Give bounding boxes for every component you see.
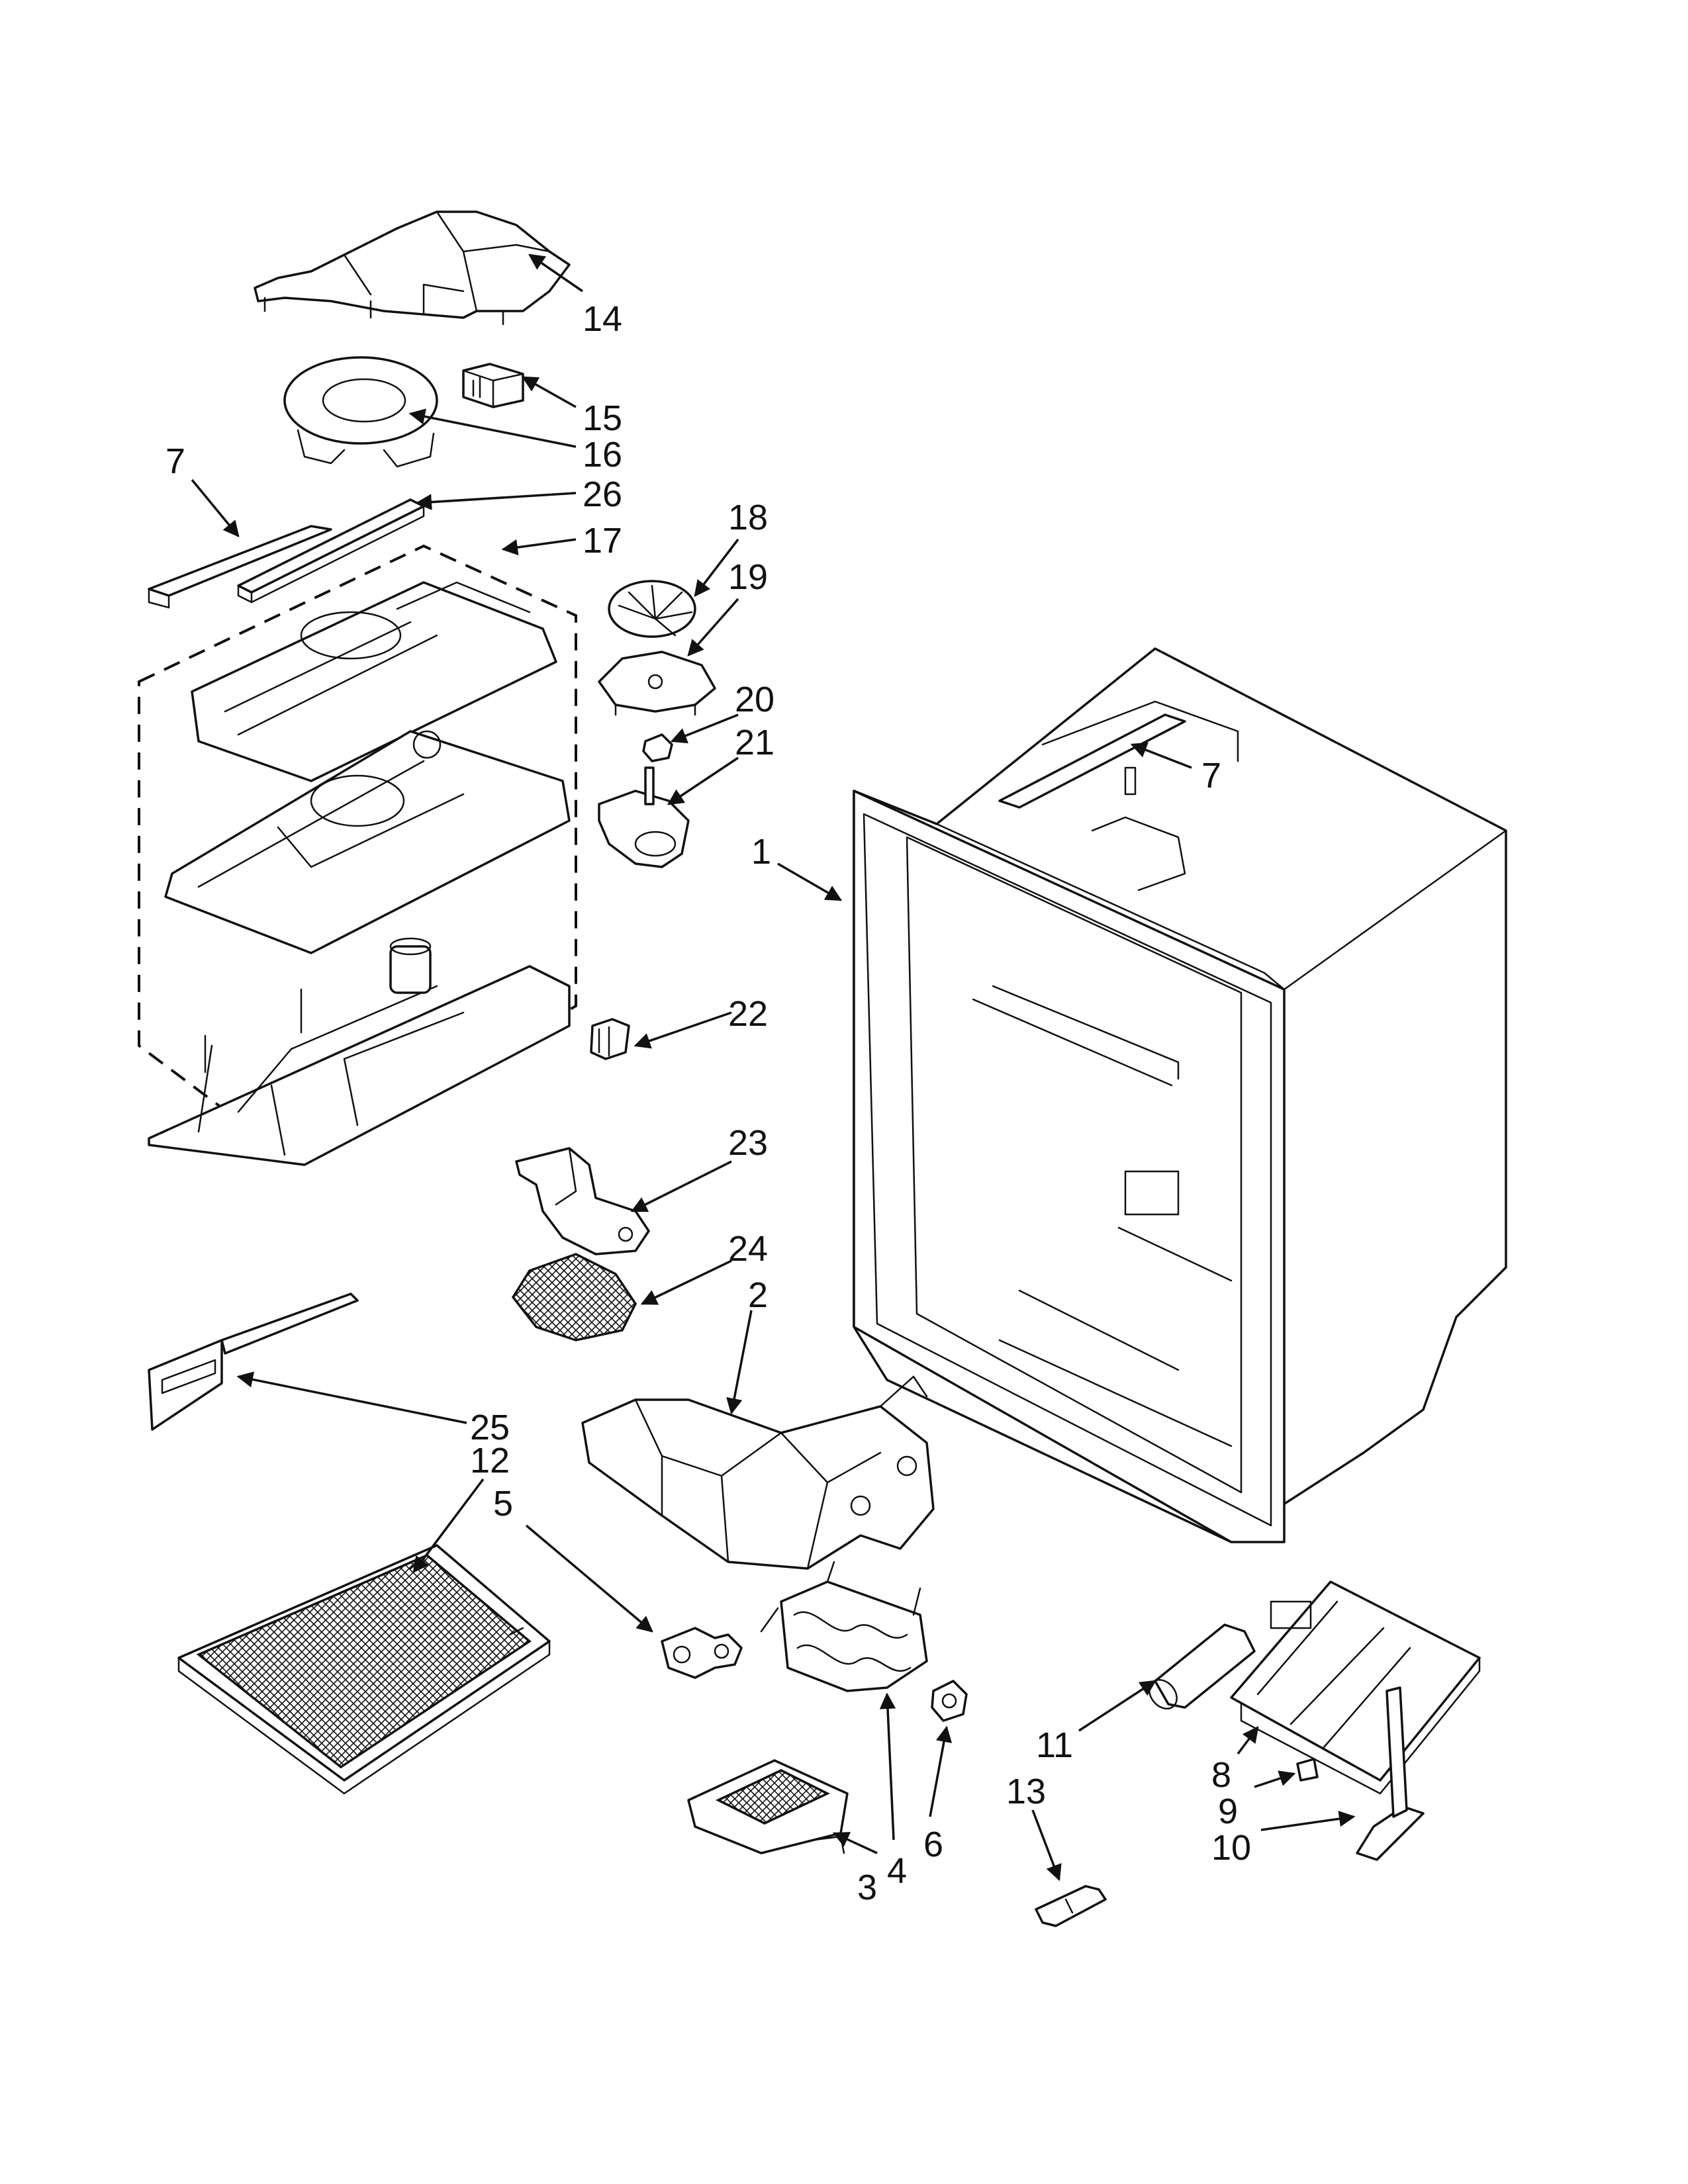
callout-18: 18 (728, 498, 768, 537)
leader-1 (777, 862, 843, 901)
leader-22 (633, 1011, 732, 1049)
part-13-bypass-plug (1035, 1885, 1107, 1927)
leader-2 (726, 1310, 753, 1415)
part-22-clip (590, 1018, 630, 1060)
part-20-nut (642, 733, 673, 762)
leader-14 (528, 253, 583, 293)
part-24-oval-filter (511, 1253, 637, 1342)
callout-23: 23 (728, 1123, 768, 1163)
callout-2: 2 (748, 1275, 768, 1315)
callout-7-left: 7 (165, 441, 185, 481)
callout-6: 6 (923, 1825, 943, 1864)
part-4-ice-maker-coil (760, 1561, 928, 1692)
leader-20 (670, 713, 739, 744)
part-25-bracket (148, 1293, 359, 1431)
callout-7-right: 7 (1201, 756, 1221, 796)
leader-3 (832, 1832, 878, 1854)
callout-9: 9 (1218, 1792, 1238, 1831)
part-3-heat-block (687, 1759, 849, 1854)
callout-19: 19 (728, 557, 768, 597)
callout-16: 16 (583, 435, 622, 475)
callout-22: 22 (728, 994, 768, 1034)
leader-18 (694, 538, 739, 597)
part-15-damper-box (462, 363, 524, 408)
callout-15: 15 (583, 398, 622, 438)
callout-3: 3 (857, 1868, 877, 1907)
callout-24: 24 (728, 1229, 768, 1269)
leader-7b (1130, 742, 1192, 769)
part-10-filter-door (1356, 1686, 1425, 1861)
leader-23 (630, 1160, 732, 1212)
leader-8 (1237, 1726, 1259, 1755)
part-23-damper-assembly (515, 1147, 650, 1255)
leader-21 (667, 756, 739, 805)
part-5-water-valve (661, 1627, 743, 1679)
part-9-clip (1296, 1758, 1319, 1782)
callout-17: 17 (583, 521, 622, 561)
leader-12 (412, 1478, 485, 1573)
callout-21: 21 (735, 723, 774, 762)
part-16-fan-shroud (283, 356, 438, 468)
leader-26 (415, 492, 577, 510)
leader-13 (1031, 1809, 1062, 1882)
callout-labels: 14 15 16 7 26 17 18 19 20 21 7 1 22 23 2… (165, 299, 1251, 1907)
part-14-duct-cover (254, 210, 571, 326)
leader-16 (408, 408, 577, 448)
callout-20: 20 (735, 680, 774, 719)
callout-12: 12 (470, 1441, 510, 1480)
part-1-cabinet-liner (853, 647, 1507, 1543)
part-2-ice-assembly (581, 1375, 935, 1570)
leader-24 (640, 1259, 732, 1305)
leader-6 (929, 1725, 953, 1817)
part-7-strip-left (148, 525, 332, 609)
part-7-strip-right (998, 713, 1186, 809)
leader-lines (191, 253, 1356, 1882)
part-21-fan-motor (598, 766, 690, 868)
leader-7a (191, 478, 240, 537)
leader-17 (501, 538, 577, 556)
callout-11: 11 (1036, 1725, 1073, 1765)
callout-25: 25 (470, 1408, 510, 1447)
callout-1: 1 (751, 832, 771, 872)
part-17-evaporator-assembly (138, 544, 577, 1167)
callout-13: 13 (1006, 1772, 1046, 1811)
leader-9 (1254, 1770, 1296, 1788)
part-6-fitting (931, 1680, 968, 1722)
part-8-filter-housing (1230, 1580, 1481, 1795)
leader-15 (521, 376, 577, 408)
callout-10: 10 (1211, 1828, 1251, 1868)
part-18-fan-blade (608, 580, 696, 638)
callout-5: 5 (493, 1484, 513, 1524)
callout-26: 26 (583, 475, 622, 514)
part-12-mesh-grille (177, 1544, 551, 1795)
callout-4: 4 (887, 1851, 907, 1891)
leader-19 (687, 598, 739, 657)
callout-14: 14 (583, 299, 622, 339)
leader-4 (879, 1692, 896, 1841)
leader-10 (1260, 1810, 1356, 1831)
leader-25 (236, 1371, 467, 1424)
part-19-motor-bracket (598, 651, 716, 716)
callout-8: 8 (1211, 1755, 1231, 1795)
leader-5 (525, 1524, 653, 1633)
leader-11 (1078, 1680, 1157, 1732)
